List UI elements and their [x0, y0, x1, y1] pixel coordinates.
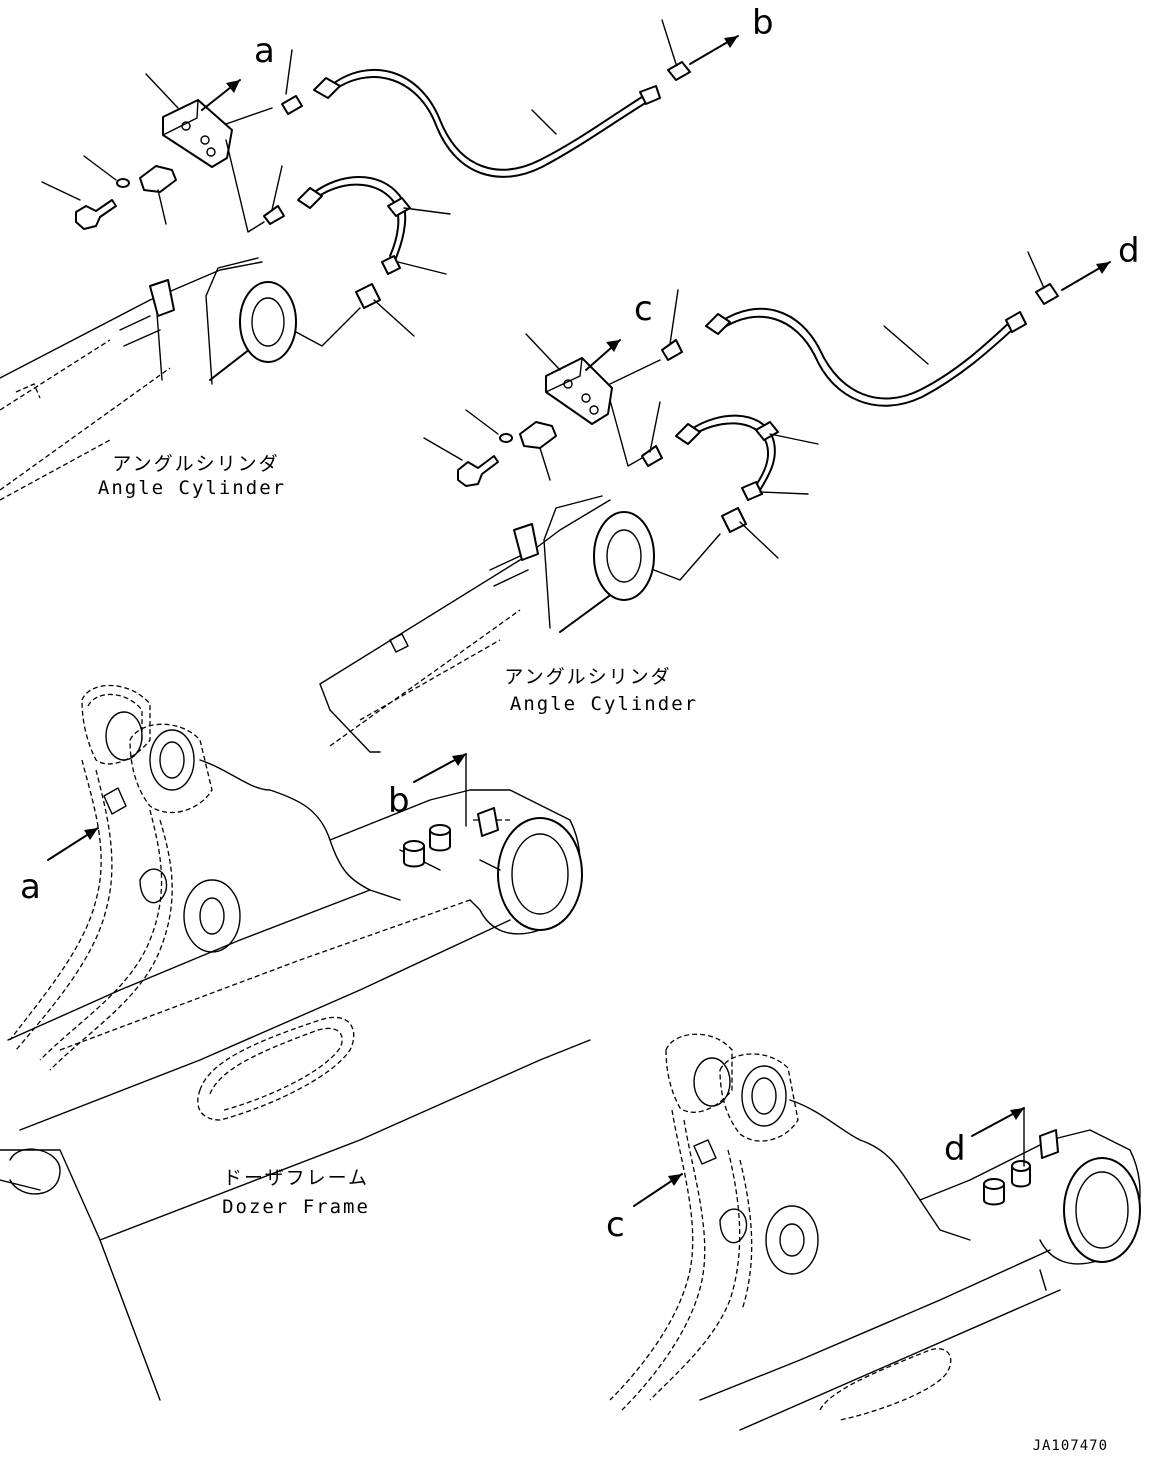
upper-washer — [116, 178, 130, 188]
caption-angle-cylinder-2-jp: アングルシリンダ — [504, 666, 671, 688]
upper-short-hose — [311, 176, 407, 259]
callout-b-frame: b — [388, 781, 410, 821]
lower-hose-bracket — [721, 507, 747, 533]
lower-elbow-1 — [661, 339, 683, 361]
upper-connector — [139, 165, 177, 193]
caption-angle-cylinder-1-en: Angle Cylinder — [98, 477, 286, 499]
upper-bolt — [75, 199, 117, 230]
angle-cylinder-2 — [319, 495, 721, 753]
upper-tube-nipple — [667, 61, 691, 81]
upper-elbow-1 — [281, 95, 303, 115]
callout-d-top: d — [1118, 231, 1140, 271]
upper-hose-clamp — [387, 197, 411, 217]
lower-junction-block — [545, 357, 613, 425]
lower-connector — [519, 421, 557, 449]
caption-angle-cylinder-2-en: Angle Cylinder — [510, 693, 698, 715]
callout-b-top: b — [752, 3, 774, 43]
callout-d-frame: d — [944, 1129, 966, 1169]
caption-dozer-frame-jp: ドーザフレーム — [223, 1167, 369, 1189]
lower-bolt — [457, 455, 499, 487]
lower-washer — [499, 433, 513, 443]
caption-angle-cylinder-1-jp: アングルシリンダ — [112, 453, 279, 475]
callout-c-top: c — [634, 289, 653, 329]
dozer-frame-right: d c — [606, 1033, 1141, 1431]
dozer-frame-left: b a — [0, 684, 591, 1401]
callout-c-frame: c — [606, 1205, 625, 1245]
upper-hose-assembly: a b アングルシリンダ Angle Cylinder — [0, 3, 774, 501]
callout-a-top: a — [254, 31, 275, 71]
lower-tube-nipple — [1035, 283, 1059, 305]
lower-hose-assembly: c d アングルシリンダ Angle Cylinder — [319, 231, 1140, 753]
upper-elbow-2 — [263, 205, 285, 225]
lower-elbow-2 — [641, 445, 663, 467]
caption-dozer-frame-en: Dozer Frame — [222, 1196, 370, 1218]
upper-long-tube — [329, 69, 651, 171]
angle-cylinder-1 — [0, 257, 361, 501]
upper-hose-bracket — [355, 283, 381, 309]
lower-hose-clamp — [755, 421, 779, 441]
drawing-code: JA107470 — [1033, 1438, 1108, 1454]
callout-a-frame: a — [20, 867, 41, 907]
lower-long-tube — [719, 307, 1011, 400]
